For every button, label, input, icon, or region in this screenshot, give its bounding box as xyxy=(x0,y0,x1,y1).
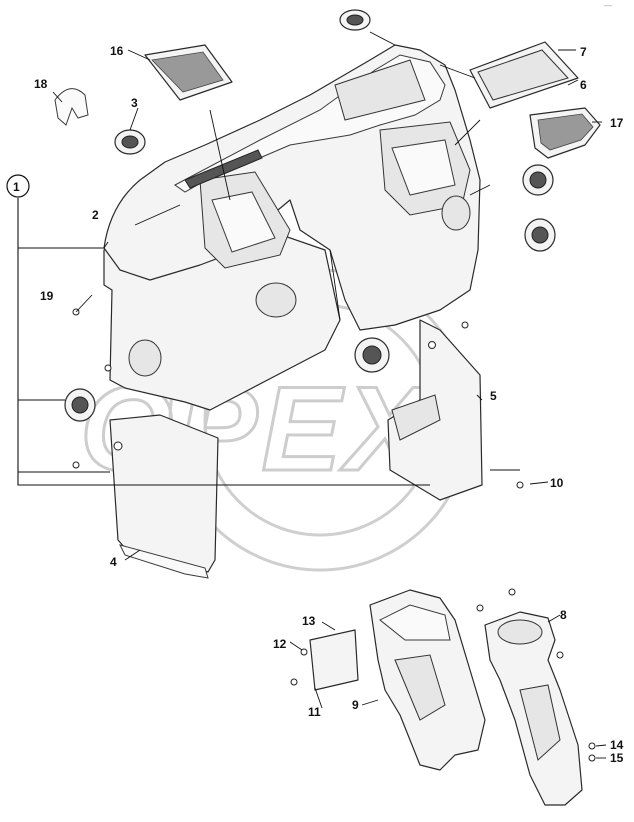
part-grille-17 xyxy=(529,107,601,159)
part-vent-6-7 xyxy=(469,41,579,109)
callout-9: 9 xyxy=(352,698,359,712)
part-lower-left-trim xyxy=(109,414,219,579)
callout-8: 8 xyxy=(560,608,567,622)
part-grommets xyxy=(64,9,556,422)
callout-labels: 1 2 3 4 5 6 7 8 9 10 11 12 13 14 15 16 1… xyxy=(13,44,624,765)
callout-3: 3 xyxy=(131,96,138,110)
callout-10: 10 xyxy=(550,476,564,490)
callout-15: 15 xyxy=(610,751,624,765)
callout-18: 18 xyxy=(34,77,48,91)
callout-6: 6 xyxy=(580,78,587,92)
part-plate-11 xyxy=(309,629,359,691)
part-post-8 xyxy=(484,611,583,806)
callout-13: 13 xyxy=(302,614,316,628)
screws xyxy=(72,308,596,762)
part-18 xyxy=(54,88,89,126)
callout-7: 7 xyxy=(580,45,587,59)
callout-19: 19 xyxy=(40,289,54,303)
callout-11: 11 xyxy=(308,705,321,719)
part-right-lower-trim xyxy=(387,319,483,501)
callout-1: 1 xyxy=(13,180,20,194)
group-bracket-1 xyxy=(6,174,430,486)
leader-lines xyxy=(52,31,607,759)
part-frame-9 xyxy=(369,589,486,771)
callout-16: 16 xyxy=(110,44,124,58)
callout-2: 2 xyxy=(92,208,99,222)
callout-17: 17 xyxy=(610,116,624,130)
callout-5: 5 xyxy=(490,389,497,403)
callout-4: 4 xyxy=(110,555,117,569)
callout-12: 12 xyxy=(273,637,287,651)
corner-mark: — xyxy=(604,1,612,10)
part-dashboard-body xyxy=(103,44,481,411)
callout-14: 14 xyxy=(610,738,624,752)
part-grille-16 xyxy=(144,44,233,101)
